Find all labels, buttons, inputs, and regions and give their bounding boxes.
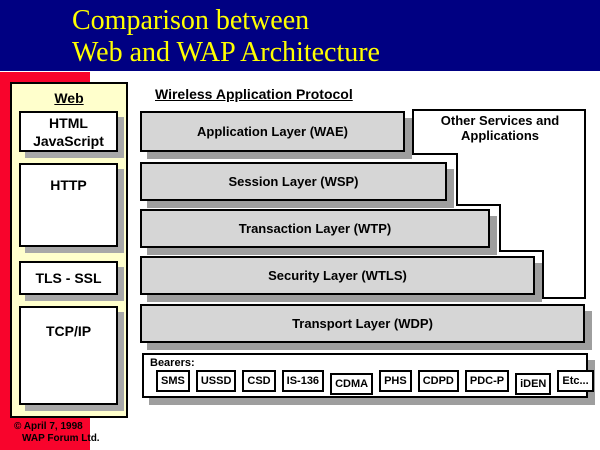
web-box-http: HTTP bbox=[19, 163, 118, 247]
wap-stack-heading: Wireless Application Protocol bbox=[155, 86, 353, 102]
web-box-tls-ssl: TLS - SSL bbox=[19, 261, 118, 295]
copyright-note: © April 7, 1998 WAP Forum Ltd. bbox=[14, 421, 100, 445]
bearer-phs: PHS bbox=[379, 370, 412, 392]
title-bar: Comparison between Web and WAP Architect… bbox=[0, 0, 600, 71]
bearer-cdpd: CDPD bbox=[417, 370, 459, 392]
web-box-html-javascript: HTML JavaScript bbox=[19, 111, 118, 152]
web-stack-panel: Web HTML JavaScript HTTP TLS - SSL TCP/I… bbox=[10, 82, 128, 418]
other-services-label: Other Services and Applications bbox=[440, 113, 560, 143]
bearer-ussd: USSD bbox=[195, 370, 237, 392]
copyright-line1: © April 7, 1998 bbox=[14, 421, 83, 432]
bearers-box: Bearers: SMS USSD CSD IS-136 CDMA PHS CD… bbox=[142, 353, 594, 398]
wap-layer-transaction: Transaction Layer (WTP) bbox=[140, 209, 490, 248]
bearer-is136: IS-136 bbox=[281, 370, 325, 392]
bearers-row: SMS USSD CSD IS-136 CDMA PHS CDPD PDC-P … bbox=[156, 370, 594, 395]
bearer-pdcp: PDC-P bbox=[464, 370, 510, 392]
slide-title: Comparison between Web and WAP Architect… bbox=[72, 5, 380, 69]
bearer-etc: Etc... bbox=[557, 370, 594, 392]
slide-title-line2: Web and WAP Architecture bbox=[72, 37, 380, 68]
web-stack-heading: Web bbox=[54, 90, 84, 106]
slide-title-line1: Comparison between bbox=[72, 5, 310, 36]
wap-layer-session: Session Layer (WSP) bbox=[140, 162, 447, 201]
bearer-csd: CSD bbox=[242, 370, 276, 392]
bearer-cdma: CDMA bbox=[330, 373, 374, 395]
wap-layer-application: Application Layer (WAE) bbox=[140, 111, 405, 152]
other-services-outline bbox=[412, 109, 586, 299]
web-box-tcpip: TCP/IP bbox=[19, 306, 118, 405]
bearers-label: Bearers: bbox=[150, 357, 195, 369]
bearer-sms: SMS bbox=[156, 370, 190, 392]
bearer-iden: iDEN bbox=[515, 373, 552, 395]
wap-layer-security: Security Layer (WTLS) bbox=[140, 256, 535, 295]
wap-layer-transport: Transport Layer (WDP) bbox=[140, 304, 585, 343]
copyright-line2: WAP Forum Ltd. bbox=[22, 433, 100, 444]
other-services-box bbox=[412, 109, 586, 299]
